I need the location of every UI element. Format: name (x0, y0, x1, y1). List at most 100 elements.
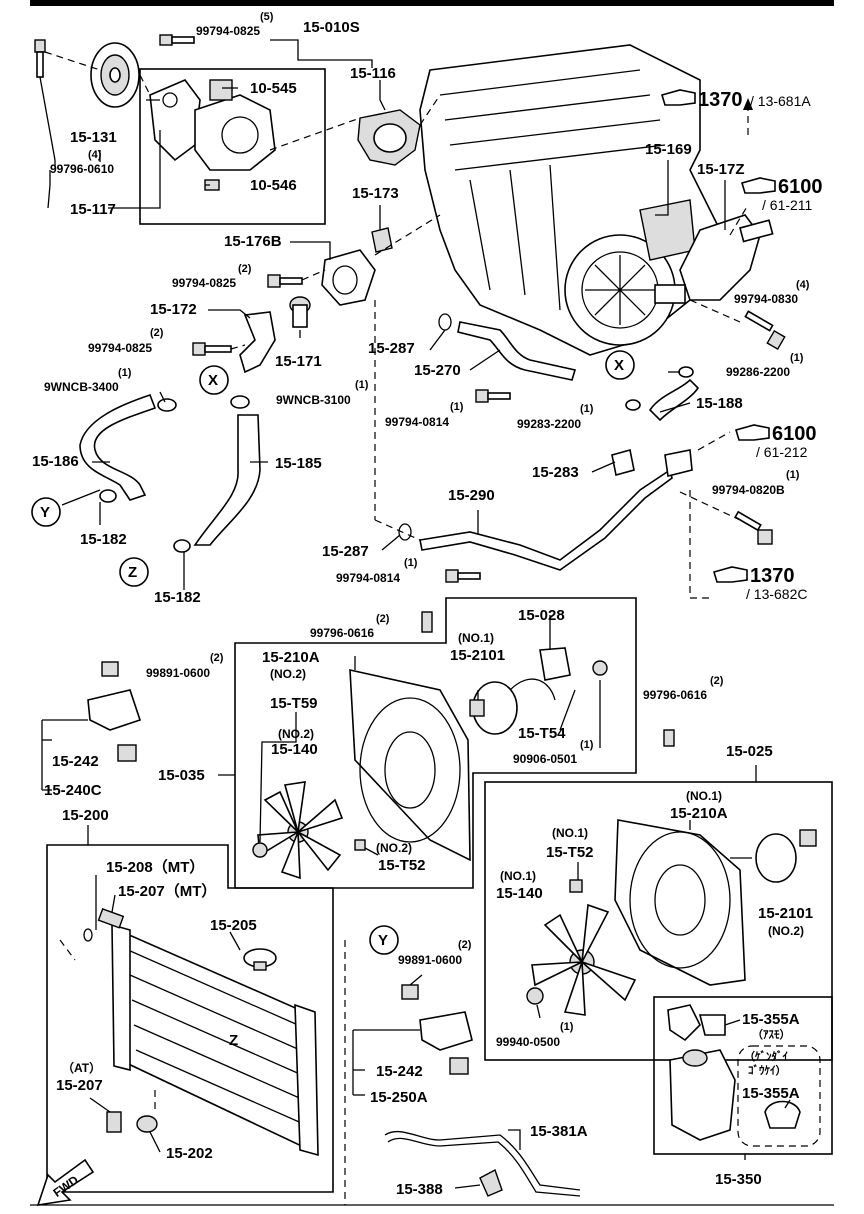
part-number-label: 99796-0616 (643, 688, 707, 702)
fan-motor-15-2101-no1 (469, 678, 556, 735)
thermostat-gasket-15-173 (371, 227, 393, 253)
qty-label: (5) (260, 11, 274, 23)
part-number-label: 99794-0825 (172, 276, 236, 290)
part-number-label: 15-210A (262, 649, 320, 666)
part-number-label: 15-T52 (546, 844, 594, 861)
part-number-label: 15-T59 (270, 695, 318, 712)
part-number-label: 15-140 (496, 885, 543, 902)
part-number-label: 15-182 (154, 589, 201, 606)
part-number-label: 15-140 (271, 741, 318, 758)
qty-label: (2) (458, 939, 472, 951)
callout-y-left (31, 497, 61, 527)
radiator-15-200 (111, 923, 319, 1157)
part-number-label: 99794-0825 (88, 341, 152, 355)
part-number-label: 15-171 (275, 353, 322, 370)
part-number-label: 15-240C (44, 782, 102, 799)
part-number-label: 15-388 (396, 1181, 443, 1198)
qty-label: (1) (580, 739, 594, 751)
callout-letter: Z (128, 564, 137, 581)
reference-number: 6100 (772, 423, 817, 445)
callout-letter: Z (229, 1032, 238, 1049)
bracket-15-240c (87, 661, 142, 762)
part-number-label: 15-207（MT） (118, 882, 216, 900)
qty-label: (1) (580, 403, 594, 415)
part-number-label: 15-242 (376, 1063, 423, 1080)
water-pump-group-box (139, 68, 326, 225)
callout-letter: X (614, 357, 624, 374)
nut-15-t59 (252, 842, 268, 858)
callout-letter: Y (40, 504, 50, 521)
water-pump-pulley (90, 42, 140, 108)
part-number-label: 10-545 (250, 80, 297, 97)
qty-label: (1) (404, 557, 418, 569)
bracket-15-250a (401, 984, 473, 1075)
reference-number: 1370 (750, 565, 795, 587)
hose-15-186 (79, 393, 157, 501)
mount-15-202 (136, 1115, 158, 1133)
fan-number-label: (NO.1) (500, 869, 536, 883)
part-number-label: 99796-0616 (310, 626, 374, 640)
drain-plug-15-208 (83, 928, 93, 942)
part-number-label: 15-035 (158, 767, 205, 784)
part-number-label: 99940-0500 (496, 1035, 560, 1049)
qty-label: (2) (150, 327, 164, 339)
bolt-99794-0825-top (159, 34, 195, 46)
part-number-label: 15-131 (70, 129, 117, 146)
part-number-label: 15-T52 (378, 857, 426, 874)
part-number-label: 15-355A (742, 1011, 800, 1028)
part-number-label: 10-546 (250, 177, 297, 194)
part-number-label: 15-205 (210, 917, 257, 934)
part-number-label: 15-116 (350, 65, 396, 82)
clip-15-388 (479, 1168, 503, 1197)
water-pump (149, 79, 276, 191)
reservoir-tank-15-350 (667, 1004, 736, 1141)
part-number-label: 90906-0501 (513, 752, 577, 766)
qty-label: (2) (710, 675, 724, 687)
part-number-label: 15-117 (70, 201, 116, 218)
hand-pointer-icon (660, 89, 776, 583)
thermostat-housing-15-176b (321, 249, 376, 306)
part-number-label: 99794-0814 (336, 571, 400, 585)
qty-label: (1) (786, 469, 800, 481)
gasket-15-116 (357, 109, 421, 166)
screw-15-t52-no1 (569, 879, 583, 893)
part-number-label: 15-172 (150, 301, 197, 318)
bolt-99794-0814-a (475, 389, 511, 403)
reference-page: / 13-682C (746, 586, 807, 602)
part-number-label: 15-250A (370, 1089, 428, 1106)
callout-letter: X (208, 372, 218, 389)
fan-number-label: (NO.1) (686, 789, 722, 803)
kentai-subbox (737, 1045, 821, 1147)
part-number-label: 15-290 (448, 487, 495, 504)
part-number-label: 99794-0814 (385, 415, 449, 429)
bolt-99796-0616-b (663, 729, 675, 747)
reference-page: / 61-211 (762, 197, 813, 213)
part-number-label: 15-207 (56, 1077, 103, 1094)
callout-x-right (605, 350, 635, 380)
screw-15-t52-no2 (354, 839, 366, 851)
fan-number-label: (NO.1) (552, 826, 588, 840)
part-number-label: 99891-0600 (146, 666, 210, 680)
callout-z-left (119, 557, 149, 587)
qty-label: (2) (238, 263, 252, 275)
transmission-label: （AT） (62, 1060, 101, 1075)
reservoir-group-box (653, 996, 833, 1155)
fan-15-140-no1 (531, 903, 637, 1016)
reservoir-cap-15-355a (764, 1100, 801, 1129)
qty-label: (1) (355, 379, 369, 391)
water-outlet-15-17z (679, 214, 761, 301)
fan-number-label: (NO.2) (278, 727, 314, 741)
top-rule (30, 0, 834, 6)
radiator-cap-15-205 (243, 948, 277, 971)
water-inlet-15-172 (239, 311, 276, 374)
part-number-label: 9WNCB-3400 (44, 380, 119, 394)
part-number-label: 15-270 (414, 362, 461, 379)
sensor-15-207-at (106, 1111, 122, 1133)
part-number-label: 99794-0830 (734, 292, 798, 306)
callout-x-left (199, 365, 229, 395)
bolt-99794-0814-b (445, 569, 481, 583)
nut-90906-0501 (592, 660, 608, 676)
part-number-label: 15-350 (715, 1171, 762, 1188)
fan-15-140-no2 (257, 781, 344, 880)
part-number-label: 15-200 (62, 807, 109, 824)
